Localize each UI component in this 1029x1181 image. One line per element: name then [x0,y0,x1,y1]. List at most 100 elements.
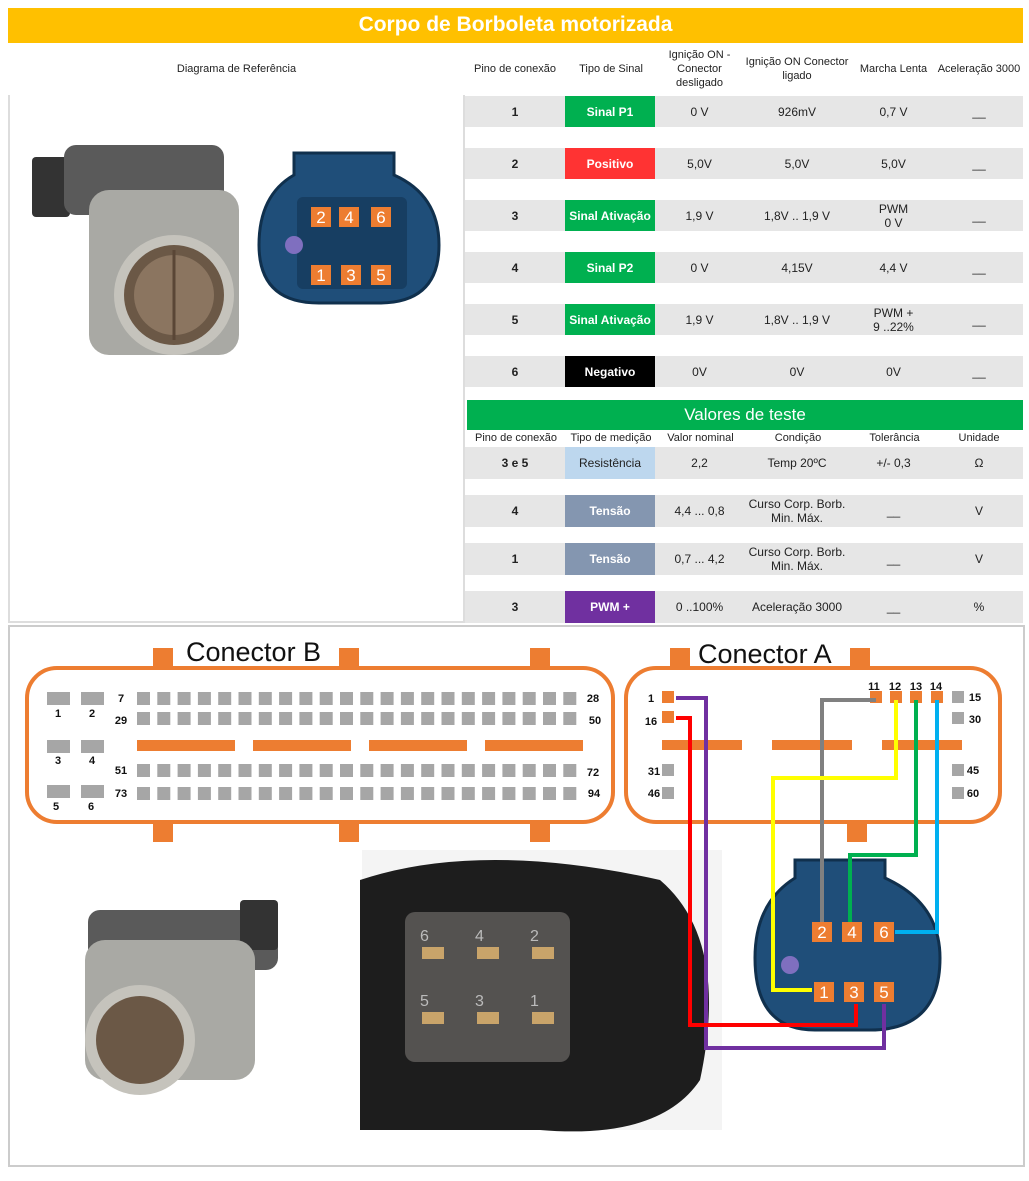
svg-text:3: 3 [849,983,858,1002]
photo-terminal [532,1012,554,1024]
connector-a-pin-number: 14 [930,681,943,693]
connector-b-pin [360,692,374,705]
connector-b-pin [177,692,191,705]
connector-b-pin [340,787,353,800]
cell-unit: V [974,504,983,518]
connector-b-pin [157,764,171,777]
connector-b-pin [482,764,496,777]
cell-accel: __ [972,260,986,275]
connector-a-pin [662,691,674,703]
connector-b-pin [258,764,272,777]
connector-b-pin [360,787,374,800]
cell-pin: 5 [511,312,519,327]
connector-b-pin [299,692,313,705]
cell-cond: Curso Corp. Borb. Min. Máx. [748,545,846,573]
connector-b-pin [360,764,374,777]
connector-b-pin [563,712,577,725]
connector-a-pin [662,764,674,776]
cell-accel: __ [972,312,986,327]
connector-b-pin [461,764,475,777]
test-header-0: Pino de conexão [465,430,567,446]
cell-off: 0 V [690,104,709,119]
connector-b-pin [218,764,232,777]
connector-b-pin [563,692,577,705]
connector-b-pin [197,764,211,777]
connector-b-pin [522,787,536,800]
connector-b-pin [502,764,516,777]
photo-pin-number: 6 [420,928,429,945]
connector-a-pin-number: 30 [969,714,981,726]
cell-pin: 2 [511,156,519,171]
connector-tab [530,822,550,842]
photo-terminal [477,1012,499,1024]
svg-text:2: 2 [817,923,826,942]
connector-a-pin [890,691,902,703]
throttle-body-photo-2 [85,900,278,1095]
cell-accel: __ [972,364,986,379]
connector-b-pin [157,787,171,800]
cell-pin: 1 [511,552,519,566]
test-header-1: Tipo de medição [565,430,657,446]
throttle-body-photo [32,145,239,355]
cell-pin: 3 [511,208,519,223]
svg-text:3: 3 [346,266,355,285]
connector-b-pin [81,692,104,705]
connector-b-pin [218,787,232,800]
connector-b-pin-number: 2 [89,708,95,720]
connector-a-pin-number: 12 [889,681,901,693]
wires [676,696,939,1050]
cell-cond: Curso Corp. Borb. Min. Máx. [748,497,846,525]
connector-a-pin [662,787,674,799]
pin-label-1: 1 [311,265,331,285]
cell-pin: 3 e 5 [501,456,529,470]
connector-b-pin [400,712,414,725]
cell-nominal: 0,7 ... 4,2 [674,552,725,566]
svg-text:2: 2 [316,208,325,227]
test-header-2: Valor nominal [657,430,744,446]
connector-a-pin [931,691,943,703]
connector-b-pin [502,712,516,725]
connector-b-pin [340,692,353,705]
test-header-4: Tolerância [852,430,937,446]
connector-b-pin [197,787,211,800]
connector-b-pin [238,764,252,777]
wiring-diagram-panel [8,625,1025,1167]
cell-off: 1,9 V [685,312,714,327]
cell-idle: PWM 0 V [878,201,909,230]
connector-b-pin [137,764,150,777]
wire-blue [895,700,939,934]
header-3: Ignição ON - Conector desligado [668,49,731,89]
cell-pin: 4 [511,260,519,275]
connector-b-pin [340,764,353,777]
connector-b-pin [47,692,70,705]
photo-pin-number: 3 [475,993,484,1010]
cell-idle: 4,4 V [879,260,908,275]
connector-b-pin [340,712,353,725]
pin-label-3: 3 [844,982,864,1002]
connector-b-pin-number: 28 [587,693,599,705]
connector-a-pin [910,691,922,703]
connector-b-pin [218,712,232,725]
connector-b-pin-number: 6 [88,801,94,813]
connector-b-bar [137,740,235,751]
connector-b-pin [543,712,556,725]
connector-b-pin [218,692,232,705]
connector-b-pin [319,692,333,705]
cell-type: Tensão [565,495,655,527]
cell-on: 1,8V .. 1,9 V [763,312,831,327]
cell-off: 1,9 V [685,208,714,223]
connector-b-pin [299,764,313,777]
header-6: Aceleração 3000 [937,63,1021,75]
wire-gray [820,698,876,922]
cell-on: 4,15V [781,260,813,275]
header-5: Marcha Lenta [859,63,928,75]
cell-on: 5,0V [784,156,810,171]
cell-tol: __ [886,552,901,566]
connector-b-pin [441,692,455,705]
connector-tab [153,648,173,668]
